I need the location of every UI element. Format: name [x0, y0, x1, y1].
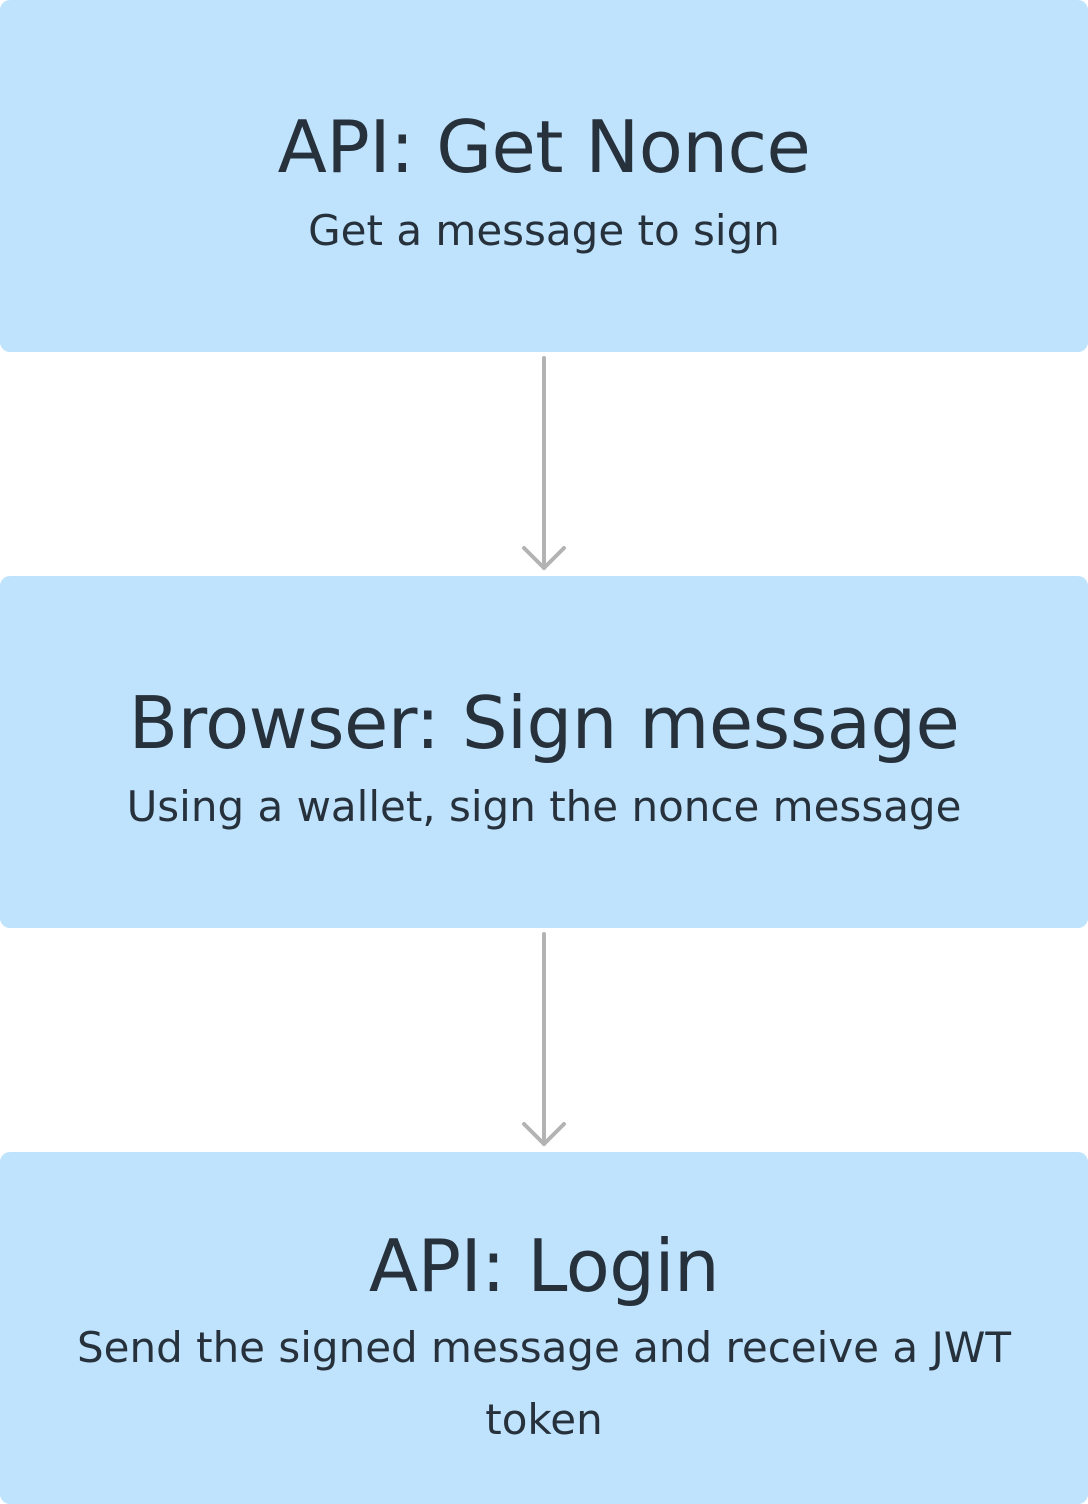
arrow-head: [522, 1122, 566, 1146]
step-box-get-nonce: API: Get Nonce Get a message to sign: [0, 0, 1088, 352]
step-description: Get a message to sign: [308, 206, 780, 255]
step-box-sign-message: Browser: Sign message Using a wallet, si…: [0, 576, 1088, 928]
step-title: API: Login: [368, 1224, 720, 1308]
step-box-login: API: Login Send the signed message and r…: [0, 1152, 1088, 1504]
step-description: Send the signed message and receive a JW…: [76, 1323, 1012, 1444]
step-title: Browser: Sign message: [128, 681, 960, 765]
flow-arrow-1: [522, 356, 566, 570]
step-title: API: Get Nonce: [277, 105, 811, 189]
flow-arrow-2: [522, 932, 566, 1146]
step-description: Using a wallet, sign the nonce message: [126, 782, 962, 831]
arrow-head: [522, 546, 566, 570]
